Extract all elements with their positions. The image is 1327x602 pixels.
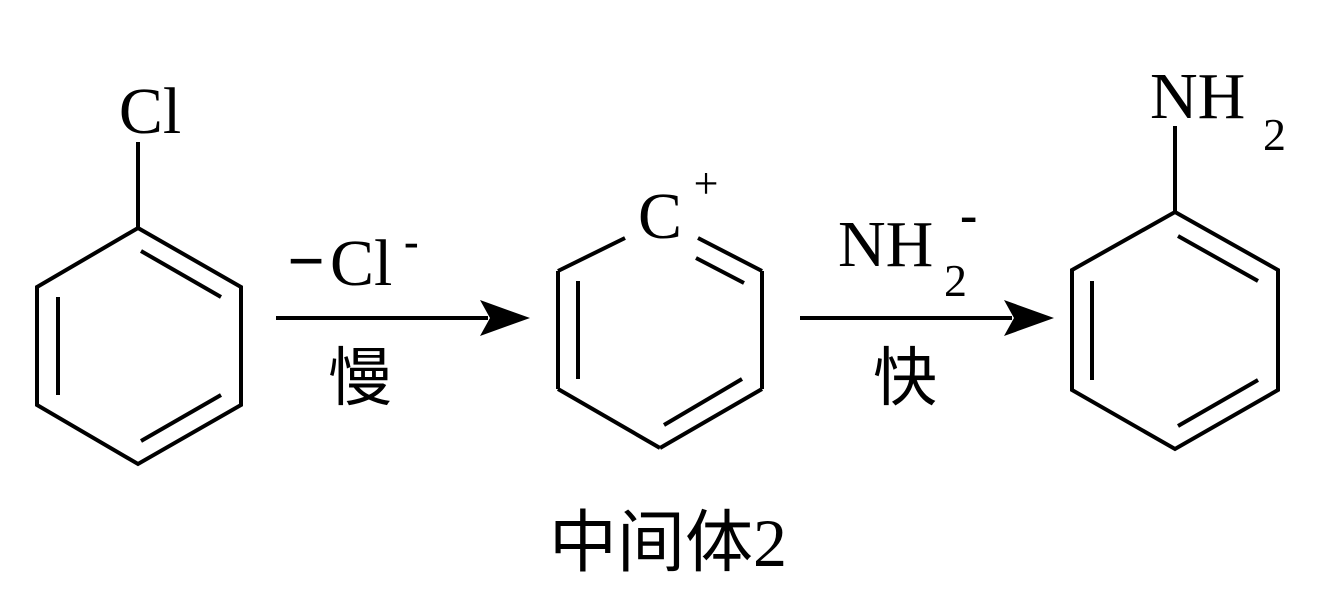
- ring2-bond-a: [557, 236, 626, 273]
- ring2-double-inner-c: [695, 256, 745, 285]
- phenyl-cation-molecule: C + 中间体2: [549, 159, 787, 581]
- step2-reagent: NH: [838, 208, 933, 281]
- ring2-bond-d: [658, 387, 764, 450]
- benzene-ring-1: [35, 225, 243, 467]
- step1-arrow-head: [480, 300, 530, 336]
- step1-minus-sign: −: [287, 225, 325, 298]
- carbocation-atom: C: [638, 180, 682, 253]
- amino-group-label: NH: [1150, 60, 1245, 133]
- step2-condition: 快: [873, 343, 937, 414]
- step2-reagent-charge: -: [960, 187, 977, 244]
- step1-condition: 慢: [328, 343, 392, 414]
- step2-arrow-head: [1004, 300, 1054, 336]
- step1-arrow-group: − Cl - 慢: [276, 217, 530, 414]
- chlorobenzene-molecule: Cl: [35, 75, 243, 467]
- step2-reagent-subscript: 2: [944, 255, 967, 306]
- amino-group-subscript: 2: [1263, 109, 1286, 160]
- carbocation-charge: +: [694, 159, 719, 208]
- double-bond-inner-1a: [140, 249, 222, 299]
- step2-arrow-group: NH 2 - 快: [800, 187, 1054, 414]
- intermediate-label: 中间体2: [549, 505, 787, 581]
- double-bond-inner-1b: [140, 393, 222, 443]
- step1-reagent: Cl: [330, 227, 392, 300]
- step1-reagent-charge: -: [404, 217, 419, 266]
- ring3-double-inner-a: [1177, 234, 1259, 283]
- ring2-double-inner-b: [662, 377, 744, 427]
- benzene-ring-3: [1070, 209, 1280, 452]
- ring3-double-inner-b: [1177, 378, 1259, 428]
- ring2-bond-f: [697, 236, 763, 273]
- aniline-molecule: NH 2: [1070, 60, 1286, 452]
- chlorine-label: Cl: [119, 75, 181, 148]
- ring2-bond-c: [556, 387, 662, 450]
